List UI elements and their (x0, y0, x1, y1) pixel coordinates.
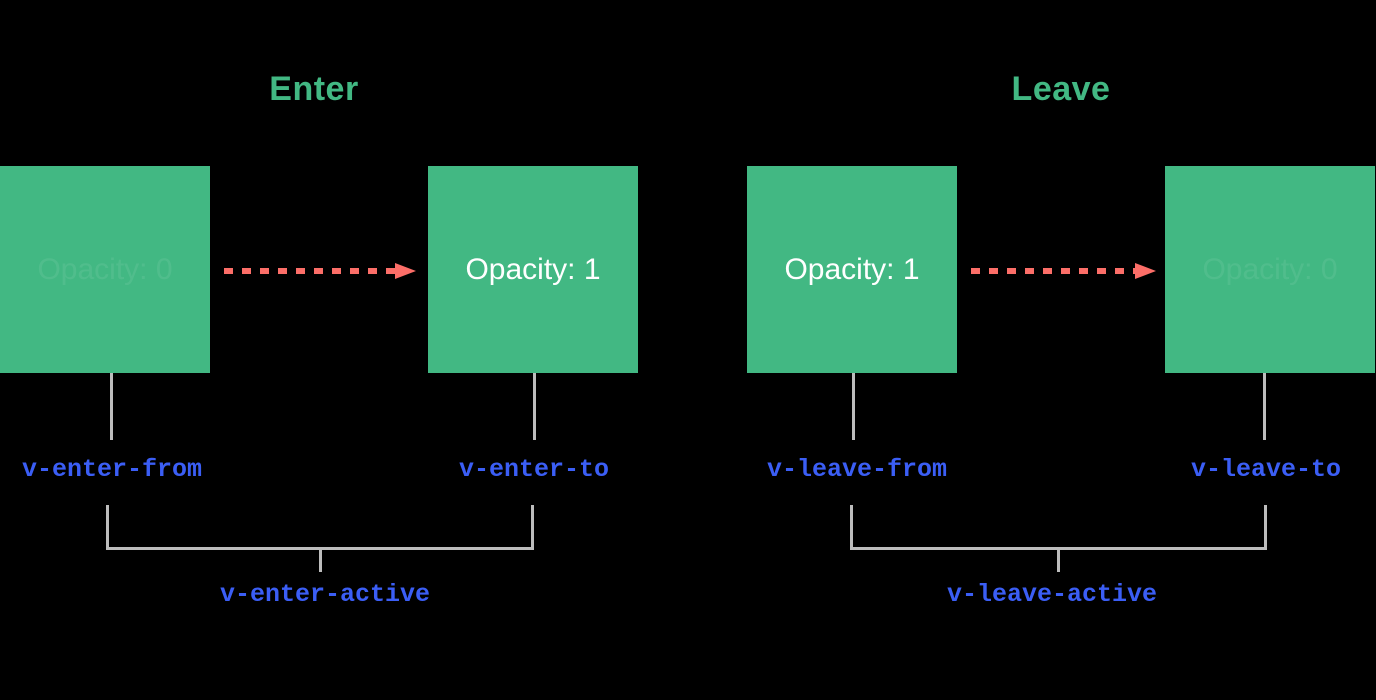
leave-arrow-head (1135, 263, 1156, 279)
bracket-enter-right-arm (531, 505, 534, 550)
bracket-leave-left-arm (850, 505, 853, 550)
leave-arrow-shaft (971, 268, 1136, 274)
bracket-leave-stem (1057, 550, 1060, 572)
bracket-leave-span (850, 547, 1267, 550)
box-leave-to: Opacity: 0 (1165, 166, 1375, 373)
leader-line-enter-to (533, 373, 536, 440)
enter-arrow-shaft (224, 268, 396, 274)
leader-line-enter-from (110, 373, 113, 440)
bracket-enter-active (106, 505, 534, 572)
class-label-v-enter-to: v-enter-to (458, 455, 610, 484)
class-label-v-leave-to: v-leave-to (1190, 455, 1342, 484)
class-label-v-leave-from: v-leave-from (766, 455, 948, 484)
section-title-leave: Leave (1011, 70, 1111, 108)
class-label-v-leave-active: v-leave-active (946, 580, 1158, 609)
box-enter-from: Opacity: 0 (0, 166, 210, 373)
bracket-leave-right-arm (1264, 505, 1267, 550)
leader-line-leave-to (1263, 373, 1266, 440)
bracket-enter-span (106, 547, 534, 550)
enter-arrow-head (395, 263, 416, 279)
box-leave-from: Opacity: 1 (747, 166, 957, 373)
enter-transition-arrow-icon (224, 263, 416, 279)
bracket-leave-active (850, 505, 1267, 572)
box-leave-to-opacity-text: Opacity: 0 (1202, 252, 1338, 286)
box-enter-to-opacity-text: Opacity: 1 (465, 252, 601, 286)
class-label-v-enter-from: v-enter-from (21, 455, 203, 484)
box-enter-to: Opacity: 1 (428, 166, 638, 373)
box-enter-from-opacity-text: Opacity: 0 (37, 252, 173, 286)
class-label-v-enter-active: v-enter-active (219, 580, 431, 609)
box-leave-from-opacity-text: Opacity: 1 (784, 252, 920, 286)
bracket-enter-stem (318, 550, 322, 572)
leader-line-leave-from (852, 373, 855, 440)
bracket-enter-left-arm (106, 505, 109, 550)
leave-transition-arrow-icon (971, 263, 1156, 279)
section-title-enter: Enter (269, 70, 359, 108)
